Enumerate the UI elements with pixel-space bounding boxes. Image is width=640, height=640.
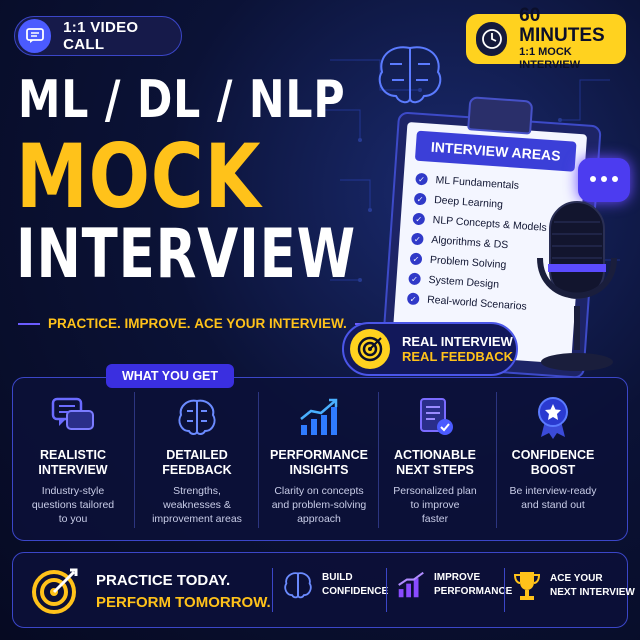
divider [496,392,497,528]
bottom-item-label: PERFORMANCE [434,586,513,597]
feature-desc: questions tailored [31,499,115,511]
what-you-get-title: WHAT YOU GET [106,364,234,388]
real-feedback-text: REAL FEEDBACK [402,349,513,364]
bottom-item-label: BUILD [322,572,353,583]
tagline-part1: PRACTICE. IMPROVE. [48,316,195,331]
check-icon: ✓ [406,292,420,306]
feature-title: FEEDBACK [162,463,232,477]
list-item-label: ML Fundamentals [435,174,520,192]
clipboard-clip [467,96,534,135]
real-interview-badge: REAL INTERVIEW REAL FEEDBACK [342,322,518,376]
feature-desc: and stand out [521,499,585,511]
brain-icon [284,572,312,599]
growth-chart-icon [398,571,424,598]
bottom-item-improve-performance: IMPROVE PERFORMANCE [396,570,512,600]
video-call-pill: 1:1 VIDEO CALL [14,16,182,56]
feature-title: INTERVIEW [38,463,108,477]
chat-bubble-icon [578,158,630,202]
check-icon: ✓ [411,232,424,246]
feature-desc: Strengths, [173,485,221,497]
checklist-icon [374,392,496,442]
tagline-text: PRACTICE. IMPROVE. ACE YOUR INTERVIEW. [48,316,347,331]
brain-icon [378,46,442,104]
chat-icon [18,19,52,53]
bottom-item-label: IMPROVE [434,572,481,583]
divider [134,392,135,528]
feature-desc: Personalized plan [393,485,477,497]
chart-icon [258,392,380,442]
divider [386,568,387,612]
tagline: PRACTICE. IMPROVE. ACE YOUR INTERVIEW. [18,316,377,331]
bottom-item-label: CONFIDENCE [322,586,389,597]
headline-topics: ML / DL / NLP [18,70,346,130]
list-item-label: System Design [428,273,500,291]
feature-desc: Industry-style [41,485,105,497]
feature-title: DETAILED [166,448,228,462]
duration-title: 60 MINUTES [519,5,605,46]
feature-title: PERFORMANCE [270,448,368,462]
feature-title: REALISTIC [40,448,106,462]
feature-desc: to improve [410,499,460,511]
tagline-part3: YOUR INTERVIEW. [222,316,347,331]
feature-desc: weaknesses & [163,499,231,511]
bottom-item-label: ACE YOUR [550,573,603,584]
list-item-label: Algorithms & DS [430,233,509,252]
feature-desc: Clarity on concepts [274,485,364,497]
feature-title: CONFIDENCE [511,448,595,462]
bottom-item-build-confidence: BUILD CONFIDENCE [282,570,388,600]
what-you-get-panel [12,377,628,541]
headline-mock: MOCK [16,125,262,228]
tagline-line-left [18,322,40,325]
divider [258,392,259,528]
bottom-item-ace-interview: ACE YOUR NEXT INTERVIEW [512,570,635,602]
headline-interview: INTERVIEW [16,215,356,294]
feature-desc: Be interview-ready [509,485,597,497]
feature-desc: approach [297,513,341,525]
target-icon [350,329,390,369]
list-item-label: Problem Solving [429,253,507,272]
check-icon: ✓ [413,192,427,206]
bottom-slogan-line2: PERFORM TOMORROW. [96,594,271,611]
check-icon: ✓ [409,252,423,266]
feature-desc: faster [421,513,449,525]
feature-title: BOOST [530,463,576,477]
chat-bubbles-icon [12,392,134,442]
duration-subtitle: 1:1 MOCK INTERVIEW [519,46,581,71]
duration-badge: 60 MINUTES 1:1 MOCK INTERVIEW [466,6,626,71]
bottom-slogan-line1: PRACTICE TODAY. [96,572,231,589]
award-icon [492,392,614,442]
divider [504,568,505,612]
tagline-part2: ACE [194,316,223,331]
list-item-label: Real-world Scenarios [426,293,528,313]
microphone-icon [537,201,617,371]
clock-icon [476,22,508,56]
feature-desc: to you [58,513,88,525]
check-icon: ✓ [408,272,422,286]
feature-title: NEXT STEPS [396,463,474,477]
feature-title: ACTIONABLE [394,448,476,462]
feature-desc: improvement areas [152,513,242,525]
check-icon: ✓ [415,172,428,186]
real-interview-text: REAL INTERVIEW [402,334,513,349]
target-icon [32,568,78,614]
video-call-label: 1:1 VIDEO CALL [63,19,139,53]
check-icon: ✓ [412,212,426,226]
list-item-label: Deep Learning [433,194,504,211]
feature-title: INSIGHTS [289,463,349,477]
trophy-icon [513,572,541,600]
brain-icon [136,392,258,442]
bottom-item-label: NEXT INTERVIEW [550,587,635,598]
feature-desc: and problem-solving [271,499,367,511]
divider [378,392,379,528]
divider [272,568,273,612]
interview-areas-list: ✓ML Fundamentals ✓Deep Learning ✓NLP Con… [406,169,551,318]
